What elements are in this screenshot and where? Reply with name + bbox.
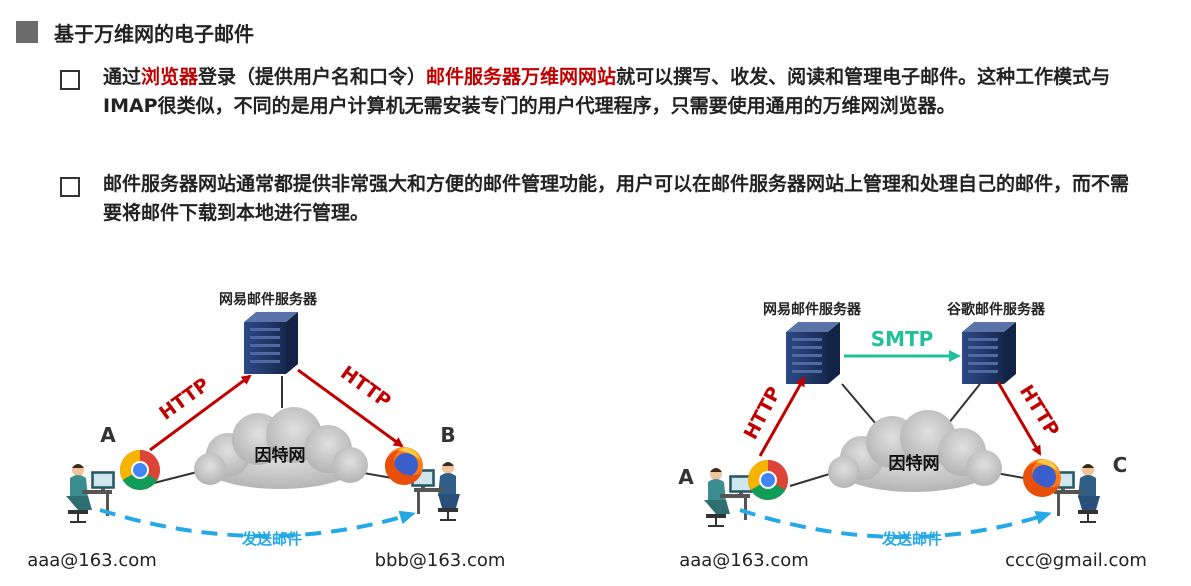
http-label-up: HTTP [740,383,786,443]
highlight-browser: 浏览器 [141,66,199,88]
node-c-label: C [1113,453,1128,477]
server-icon [786,322,840,384]
checkbox-bullet-icon [60,70,80,90]
chrome-icon [120,450,160,490]
server-label: 网易邮件服务器 [219,291,318,308]
bullet-text-segment: 邮件服务器网站通常都提供非常强大和方便的邮件管理功能，用户可以在邮件服务器网站上… [103,173,1130,224]
cloud-icon [828,410,1002,492]
checkbox-bullet-icon [60,177,80,197]
bullet-mail-management: 邮件服务器网站通常都提供非常强大和方便的邮件管理功能，用户可以在邮件服务器网站上… [60,170,1130,228]
bullet-text-segment: 就可以撰写、收发、阅读和管理电子邮件。这种工作模式与IMAP很类似，不同的是用户… [103,66,1111,117]
server-icon [244,312,298,374]
heading-title: 基于万维网的电子邮件 [54,21,254,46]
http-arrow-up [149,374,252,452]
node-a-label: A [678,465,694,489]
email-a: aaa@163.com [27,550,157,571]
http-label-down: HTTP [1015,381,1063,440]
http-arrow-up [758,376,806,457]
bullet-text-segment: 通过 [103,66,142,88]
internet-label: 因特网 [889,453,940,474]
chrome-icon [748,460,788,500]
heading-square-icon [16,21,38,43]
http-label-up: HTTP [155,374,213,425]
email-b: bbb@163.com [375,550,506,571]
send-mail-arrow [739,508,1052,539]
server1-label: 网易邮件服务器 [763,301,862,318]
server2-cloud-link [947,383,981,425]
bullet-text-segment: 登录（提供用户名和口令） [198,66,427,88]
section-heading: 基于万维网的电子邮件 [16,12,254,52]
node-a-label: A [100,423,116,447]
firefox-icon [385,447,423,485]
server1-cloud-link [841,383,877,425]
http-arrow-down [996,381,1042,456]
internet-label: 因特网 [255,445,306,466]
send-mail-arrow [99,508,416,538]
email-a: aaa@163.com [679,550,809,571]
server-icon [962,322,1016,384]
left-diagram: 因特网 网易邮件服务器 HTTP HTTP A B 发送邮件 aaa@163.c… [27,291,505,571]
node-b-label: B [440,423,455,447]
email-c: ccc@gmail.com [1005,550,1147,571]
send-mail-label: 发送邮件 [881,530,942,548]
http-arrow-down [297,368,404,448]
smtp-label: SMTP [871,327,934,351]
bullet-browser-login: 通过浏览器登录（提供用户名和口令）邮件服务器万维网网站就可以撰写、收发、阅读和管… [60,63,1130,121]
send-mail-label: 发送邮件 [241,530,302,548]
bullet-text: 邮件服务器网站通常都提供非常强大和方便的邮件管理功能，用户可以在邮件服务器网站上… [103,170,1130,228]
user-at-computer-icon [703,467,753,527]
firefox-icon [1023,459,1061,497]
bullet-text: 通过浏览器登录（提供用户名和口令）邮件服务器万维网网站就可以撰写、收发、阅读和管… [103,63,1130,121]
highlight-mail-website: 邮件服务器万维网网站 [426,66,617,88]
server2-label: 谷歌邮件服务器 [947,301,1046,318]
right-diagram: 因特网 网易邮件服务器 谷歌邮件服务器 SMTP HTTP HTTP A C 发… [678,301,1147,571]
